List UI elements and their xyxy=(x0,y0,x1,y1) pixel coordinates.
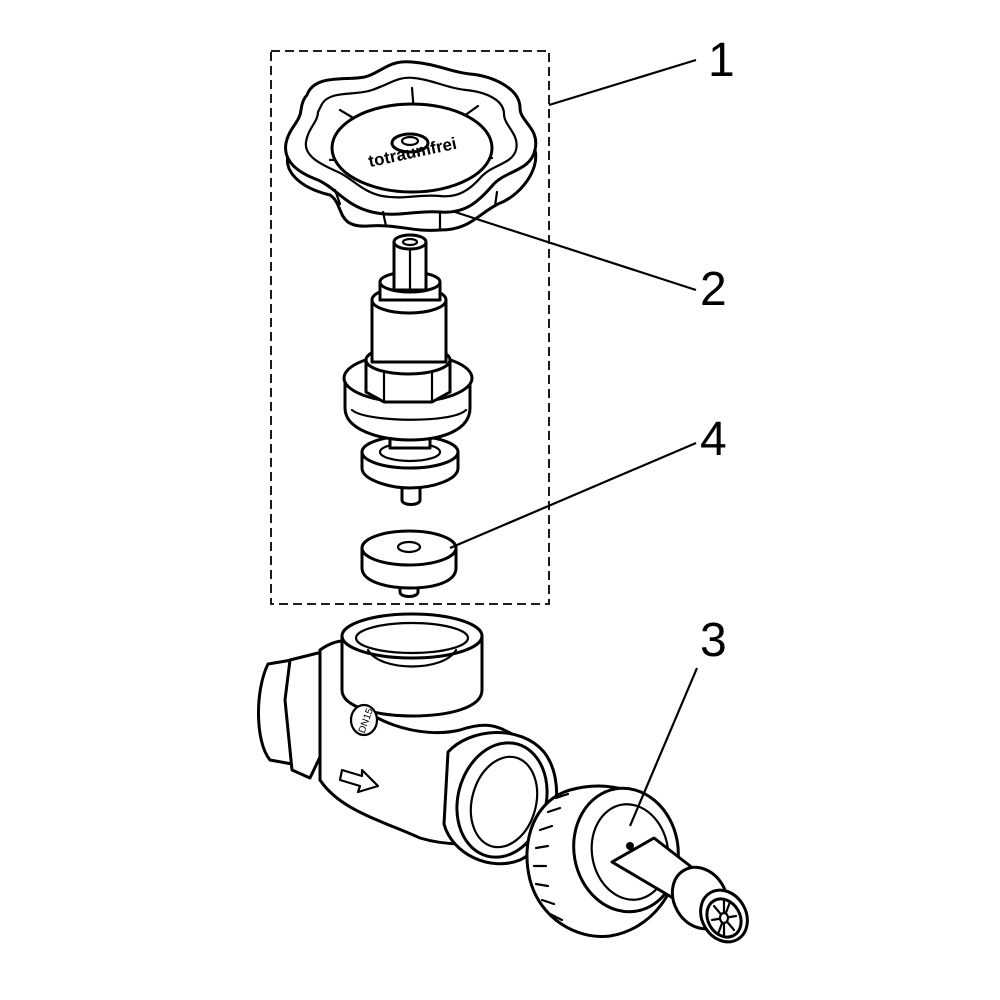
callout-4: 4 xyxy=(700,413,727,466)
leader-line-4 xyxy=(449,441,697,550)
callout-3: 3 xyxy=(700,614,727,667)
valve-cartridge xyxy=(342,233,474,506)
handwheel: totraumfrei xyxy=(284,60,538,232)
leader-line-1 xyxy=(548,58,697,107)
upper-assembly-dashed-box xyxy=(270,50,550,605)
leader-line-3 xyxy=(628,667,699,827)
hose-connector xyxy=(525,784,749,944)
seal-washer xyxy=(360,529,458,598)
valve-body: DN15 xyxy=(257,612,558,866)
flow-direction-arrow xyxy=(338,768,380,794)
callout-2: 2 xyxy=(700,263,727,316)
leader-line-2 xyxy=(454,210,697,292)
callout-1: 1 xyxy=(708,34,735,87)
